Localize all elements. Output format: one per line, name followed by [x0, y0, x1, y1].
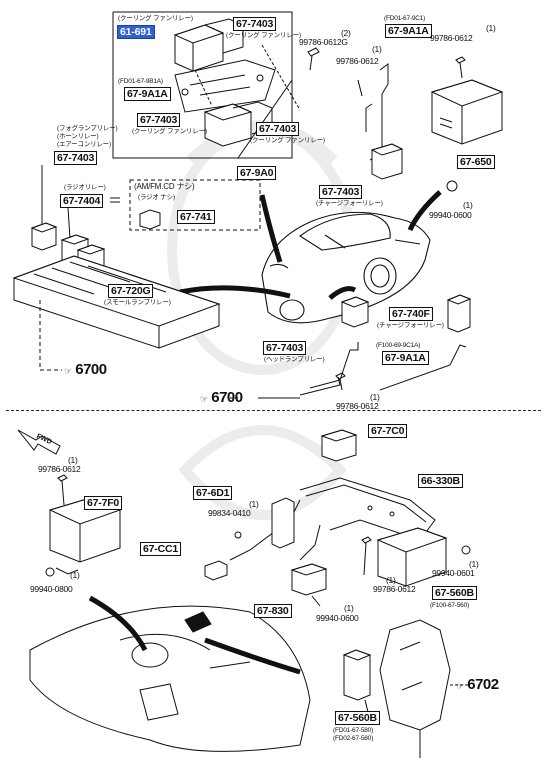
dashboard-pointers: [88, 595, 301, 675]
callout-67-720g[interactable]: 67-720G: [108, 284, 154, 298]
note-aircon-relay: (エアーコンリレー): [57, 141, 111, 148]
bolt-99786-0612-b: 99786-0612: [430, 33, 473, 43]
bolt-99786-0612-e: 99786-0612: [373, 584, 416, 594]
callout-67-7c0[interactable]: 67-7C0: [368, 424, 408, 438]
charge-relay-740f: [379, 294, 472, 391]
qty-1-j: (1): [386, 575, 396, 585]
bolt-99786-0612-a: 99786-0612: [336, 56, 379, 66]
connector-cc1: [204, 560, 228, 581]
callout-67-830[interactable]: 67-830: [254, 604, 292, 618]
note-fd01-9c1: (FD01-67-9C1): [384, 15, 426, 22]
bolt-99786-0612-c: 99786-0612: [336, 401, 379, 411]
note-radio-none: (ラジオ ナシ): [138, 194, 175, 201]
module-830: [290, 563, 328, 596]
relay-bracket-icon: [365, 63, 389, 161]
callout-61-691[interactable]: 61-691: [117, 25, 155, 39]
bracket-6d1: [271, 497, 295, 549]
note-f100-9c1a: (F100-69-9C1A): [376, 342, 421, 349]
module-7f0: [48, 497, 122, 563]
qty-1-d: (1): [370, 392, 380, 402]
module-560b-lower: [342, 649, 372, 701]
relay-bracket-upper: [174, 59, 276, 113]
callout-67-cc1[interactable]: 67-CC1: [140, 542, 181, 556]
note-cooling-fan-relay: (クーリング ファンリレー): [118, 15, 193, 22]
qty-1-a: (1): [486, 23, 496, 33]
note-amfm-cd-none: (AM/FM.CD ナシ): [134, 182, 195, 191]
note-small-lamp-relay: (スモールランプリレー): [104, 299, 171, 306]
callout-67-7404[interactable]: 67-7404: [60, 194, 104, 208]
callout-67-9a0[interactable]: 67-9A0: [237, 166, 277, 180]
bolt-icon: [307, 47, 320, 71]
radio-relay-741: [139, 209, 161, 230]
fog-horn-aircon-relay: [30, 222, 58, 251]
callout-66-330b[interactable]: 66-330B: [418, 474, 463, 488]
note-fd02-580: (FD02-67-580): [333, 735, 374, 742]
note-fog-relay: (フォグランプリレー): [57, 125, 118, 132]
note-charge-relay-2: (チャージフォーリレー): [377, 322, 444, 329]
qty-2: (2): [341, 28, 351, 38]
callout-67-560b-b[interactable]: 67-560B: [335, 711, 380, 725]
ref-6700-a[interactable]: ☞ 6700: [64, 361, 107, 378]
relay-block-tray: [12, 255, 221, 349]
module-7c0: [320, 429, 358, 462]
qty-1-g: (1): [70, 570, 80, 580]
bolt-99786-0612-d: 99786-0612: [38, 464, 81, 474]
callout-67-7403-b[interactable]: 67-7403: [137, 113, 181, 127]
note-head-lamp-relay: (ヘッドランプリレー): [264, 356, 325, 363]
mounting-bracket-560b: [379, 619, 451, 758]
note-charge-relay: (チャージフォーリレー): [316, 200, 383, 207]
dashboard-illustration: [29, 605, 311, 752]
control-module-650: [430, 79, 504, 145]
section-separator: [6, 410, 541, 411]
note-fd01-580: (FD01-67-580): [333, 727, 374, 734]
bolt-99940-0800: 99940-0800: [30, 584, 73, 594]
callout-67-740f[interactable]: 67-740F: [389, 307, 433, 321]
callout-67-9a1a-c[interactable]: 67-9A1A: [382, 351, 429, 365]
callout-67-6d1[interactable]: 67-6D1: [193, 486, 233, 500]
callout-67-650[interactable]: 67-650: [457, 155, 495, 169]
qty-1-h: (1): [249, 499, 259, 509]
bolt-99940-0600-b: 99940-0600: [316, 613, 359, 623]
qty-1-i: (1): [344, 603, 354, 613]
callout-67-741[interactable]: 67-741: [177, 210, 215, 224]
qty-1-k: (1): [469, 559, 479, 569]
note-horn-relay: (ホーンリレー): [57, 133, 99, 140]
note-radio-relay: (ラジオリレー): [64, 184, 106, 191]
ref-6700-b[interactable]: ☞ 6700: [200, 389, 243, 406]
note-cooling-fan-relay-3: (クーリング ファンリレー): [132, 128, 207, 135]
charge-relay-icon: [370, 143, 404, 180]
callout-67-7f0[interactable]: 67-7F0: [84, 496, 123, 510]
note-f100-560: (F100-67-560): [430, 602, 469, 609]
fwd-arrow-icon: [17, 429, 61, 455]
callout-67-7403-left[interactable]: 67-7403: [54, 151, 98, 165]
location-pointers: [179, 190, 442, 300]
callout-67-9a1a-a[interactable]: 67-9A1A: [124, 87, 171, 101]
callout-67-560b-a[interactable]: 67-560B: [432, 586, 477, 600]
qty-1-b: (1): [372, 44, 382, 54]
cooling-fan-relay-top: [173, 18, 244, 72]
qty-1-c: (1): [463, 200, 473, 210]
callout-67-7403-d[interactable]: 67-7403: [319, 185, 363, 199]
callout-67-7403-e[interactable]: 67-7403: [263, 341, 307, 355]
car-illustration: [261, 211, 431, 324]
radio-variant-box: [129, 179, 261, 231]
callout-67-9a1a-b[interactable]: 67-9A1A: [385, 24, 432, 38]
bolt-99834-0410: 99834-0410: [208, 508, 251, 518]
wiring-harness: [229, 477, 436, 561]
bolt-99940-0600: 99940-0600: [429, 210, 472, 220]
callout-67-7403-c[interactable]: 67-7403: [256, 122, 300, 136]
note-cooling-fan-relay-4: (クーリング ファンリレー): [250, 137, 325, 144]
relay-group-frame: [112, 11, 293, 159]
head-lamp-relay: [299, 296, 370, 396]
ref-6702[interactable]: ☞ 6702: [456, 676, 499, 693]
note-cooling-fan-relay-2: (クーリング ファンリレー): [226, 32, 301, 39]
bolt-99786-0612g: 99786-0612G: [299, 37, 348, 47]
qty-1-f: (1): [68, 455, 78, 465]
bolt-99940-0601: 99940-0601: [432, 568, 475, 578]
note-fd01-9b1a: (FD01-67-9B1A): [118, 78, 163, 85]
callout-67-7403-a[interactable]: 67-7403: [233, 17, 277, 31]
module-560b: [376, 527, 448, 587]
